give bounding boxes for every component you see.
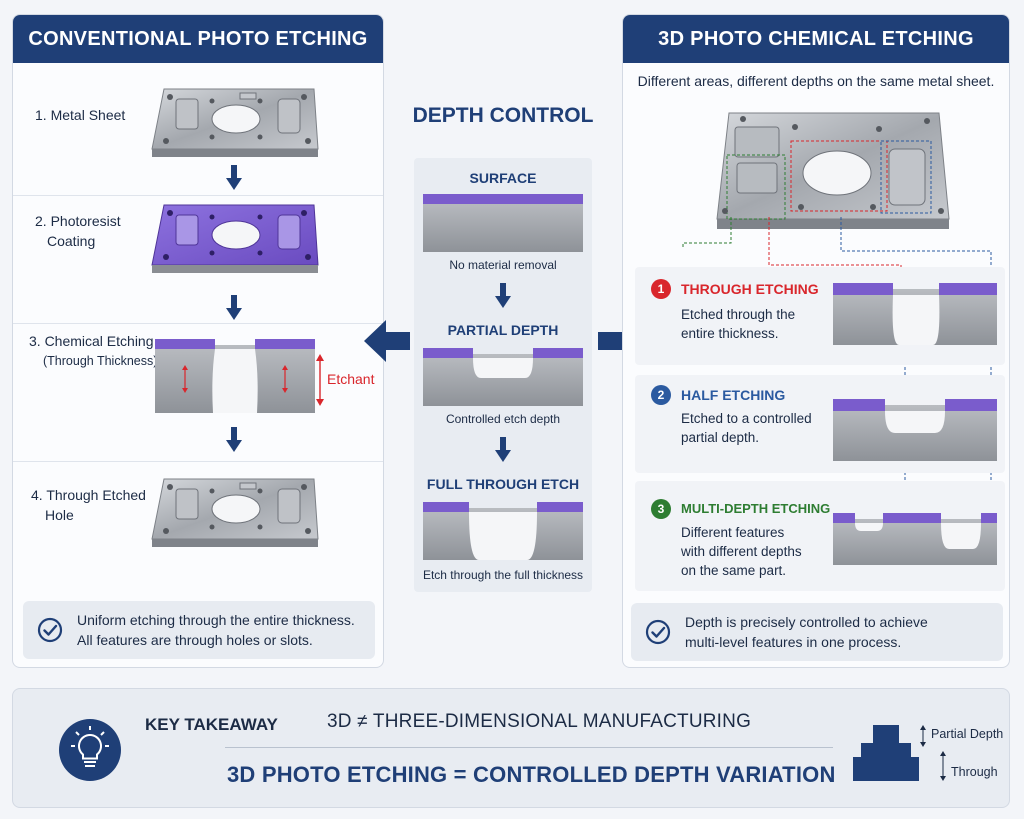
step-4-label-line1: 4. Through Etched: [31, 487, 146, 503]
half-etching-heading: HALF ETCHING: [681, 387, 786, 403]
check-circle-icon: [645, 619, 671, 645]
step-2-label: 2. Photoresist Coating: [35, 211, 121, 251]
down-arrow-icon: [226, 165, 242, 191]
half-etching-text: Etched to a controlled partial depth.: [681, 409, 821, 447]
step-3-label: 3. Chemical Etching (Through Thickness): [29, 331, 157, 371]
full-through-cross-section: [423, 502, 583, 560]
etchant-arrow-icon: [316, 354, 324, 406]
conventional-summary-text: Uniform etching through the entire thick…: [77, 610, 355, 650]
step-1-label: 1. Metal Sheet: [35, 107, 126, 123]
3d-etching-subtitle: Different areas, different depths on the…: [637, 73, 995, 89]
half-etching-row: 2 HALF ETCHING Etched to a controlled pa…: [635, 375, 1005, 473]
through-etching-cross-section: [833, 283, 997, 345]
through-etching-text-line2: entire thickness.: [681, 326, 779, 341]
3d-etching-panel: 3D PHOTO CHEMICAL ETCHING Different area…: [622, 14, 1010, 668]
divider: [13, 195, 383, 196]
multi-depth-row: 3 MULTI-DEPTH ETCHING Different features…: [635, 481, 1005, 591]
multi-depth-text: Different features with different depths…: [681, 523, 821, 580]
through-etched-sheet-image: [149, 475, 321, 555]
half-etching-cross-section: [833, 399, 997, 461]
conventional-summary-line2: All features are through holes or slots.: [77, 632, 313, 648]
key-takeaway-banner: KEY TAKEAWAY 3D ≠ THREE-DIMENSIONAL MANU…: [12, 688, 1010, 808]
conventional-etching-title: CONVENTIONAL PHOTO ETCHING: [13, 15, 383, 63]
photoresist-sheet-image: [149, 201, 321, 281]
full-through-caption: Etch through the full thickness: [422, 568, 584, 582]
3d-summary-text: Depth is precisely controlled to achieve…: [685, 612, 928, 652]
multi-depth-text-line2: with different depths: [681, 544, 802, 559]
partial-depth-heading: PARTIAL DEPTH: [447, 322, 559, 338]
divider: [13, 323, 383, 324]
down-arrow-icon: [495, 282, 511, 310]
half-etching-text-line2: partial depth.: [681, 430, 760, 445]
etchant-label: Etchant: [327, 371, 375, 387]
badge-1: 1: [651, 279, 671, 299]
partial-depth-note: Partial Depth: [931, 727, 1004, 741]
full-through-heading: FULL THROUGH ETCH: [426, 476, 580, 492]
down-arrow-icon: [226, 295, 242, 321]
divider: [13, 461, 383, 462]
through-etching-text-line1: Etched through the: [681, 307, 796, 322]
key-takeaway-line2: 3D PHOTO ETCHING = CONTROLLED DEPTH VARI…: [227, 762, 836, 787]
through-etching-text: Etched through the entire thickness.: [681, 305, 821, 343]
through-arrow-icon: [940, 751, 946, 781]
surface-heading: SURFACE: [469, 170, 537, 186]
multi-depth-text-line1: Different features: [681, 525, 785, 540]
depth-control-title: DEPTH CONTROL: [412, 104, 594, 127]
through-etching-row: 1 THROUGH ETCHING Etched through the ent…: [635, 267, 1005, 365]
step-2-label-line1: 2. Photoresist: [35, 213, 121, 229]
step-4-label-line2: Hole: [45, 507, 74, 523]
conventional-summary-line1: Uniform etching through the entire thick…: [77, 612, 355, 628]
badge-2: 2: [651, 385, 671, 405]
multi-depth-text-line3: on the same part.: [681, 563, 787, 578]
metal-sheet-image: [149, 85, 321, 165]
stepped-depth-icon: [853, 725, 919, 781]
3d-summary-box: Depth is precisely controlled to achieve…: [631, 603, 1003, 661]
down-arrow-icon: [495, 436, 511, 464]
key-takeaway-label: KEY TAKEAWAY: [145, 715, 278, 734]
3d-summary-line2: multi-level features in one process.: [685, 634, 902, 650]
key-takeaway-line1: 3D ≠ THREE-DIMENSIONAL MANUFACTURING: [327, 711, 752, 732]
multi-depth-plate-image: [716, 112, 950, 229]
step-2-label-line2: Coating: [47, 233, 96, 249]
multi-depth-cross-section: [833, 513, 997, 565]
step-3-label-line1: 3. Chemical Etching: [29, 333, 154, 349]
depth-control-column: SURFACE No material removal PARTIAL DEPT…: [414, 158, 592, 592]
left-arrow-icon: [364, 320, 410, 362]
3d-etching-title: 3D PHOTO CHEMICAL ETCHING: [623, 15, 1009, 63]
divider: [225, 747, 833, 748]
surface-caption: No material removal: [449, 258, 557, 272]
step-4-label: 4. Through Etched Hole: [31, 485, 146, 525]
conventional-etching-panel: CONVENTIONAL PHOTO ETCHING 1. Metal Shee…: [12, 14, 384, 668]
3d-summary-line1: Depth is precisely controlled to achieve: [685, 614, 928, 630]
through-etch-cross-section: [155, 339, 315, 413]
down-arrow-icon: [226, 427, 242, 453]
conventional-summary-box: Uniform etching through the entire thick…: [23, 601, 375, 659]
surface-cross-section: [423, 194, 583, 252]
through-note: Through: [951, 765, 998, 779]
through-etching-heading: THROUGH ETCHING: [681, 281, 819, 297]
partial-depth-cross-section: [423, 348, 583, 406]
half-etching-text-line1: Etched to a controlled: [681, 411, 812, 426]
partial-depth-caption: Controlled etch depth: [445, 412, 561, 426]
multi-depth-heading: MULTI-DEPTH ETCHING: [681, 501, 831, 516]
check-circle-icon: [37, 617, 63, 643]
lightbulb-icon: [59, 719, 121, 781]
step-3-label-line2: (Through Thickness): [43, 354, 158, 368]
partial-depth-arrow-icon: [920, 725, 926, 747]
badge-3: 3: [651, 499, 671, 519]
